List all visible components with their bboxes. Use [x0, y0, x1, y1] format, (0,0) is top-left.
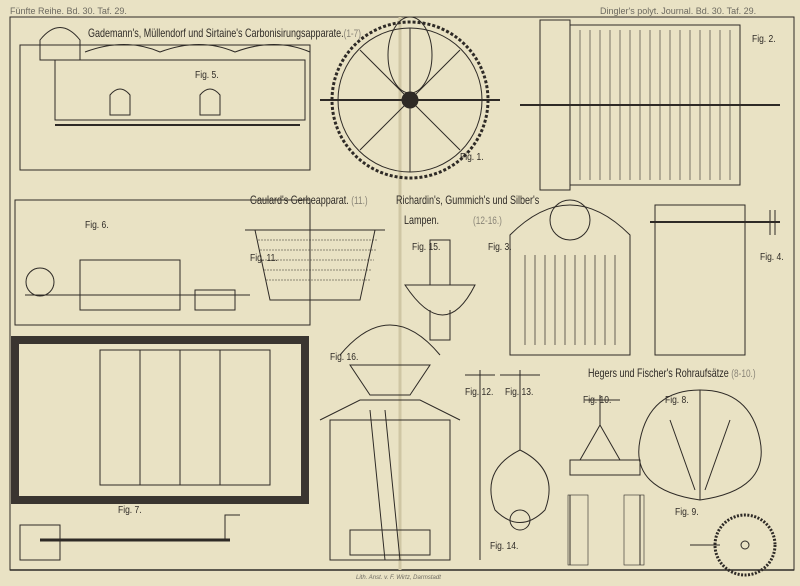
fig16-drawing: [319, 324, 461, 561]
fig9-label: Fig. 9.: [675, 507, 699, 518]
figure-range: (1-7): [343, 28, 362, 40]
fig12-label: Fig. 12.: [465, 387, 494, 398]
lithographer-imprint: Lith. Anst. v. F. Wirtz, Darmstadt: [356, 575, 441, 581]
fig3-drawing: [509, 199, 631, 356]
fig5-drawing: [19, 27, 311, 171]
header-right: Dingler's polyt. Journal. Bd. 30. Taf. 2…: [600, 6, 757, 16]
fig13-label: Fig. 13.: [505, 387, 534, 398]
fig6-drawing: [14, 199, 311, 326]
title-text: Gademann's, Müllendorf und Sirtaine's Ca…: [88, 26, 344, 40]
fig2-label: Fig. 2.: [752, 34, 776, 45]
fig11-label: Fig. 11.: [250, 253, 278, 264]
fig12-13-drawing: [465, 370, 550, 560]
title-carbonisirung: Gademann's, Müllendorf und Sirtaine's Ca…: [88, 26, 361, 41]
fig10-label: Fig. 10.: [583, 395, 612, 406]
fig15-drawing: [404, 239, 476, 341]
fig15-label: Fig. 15.: [412, 242, 441, 253]
fig7-drawing: [11, 336, 309, 561]
fig11-drawing: [245, 229, 385, 301]
figure-range: (12-16.): [473, 215, 502, 227]
fig14-label: Fig. 14.: [490, 541, 519, 552]
title-text: Hegers und Fischer's Rohraufsätze: [588, 366, 729, 380]
title-lampen-line2: Lampen. (12-16.): [404, 213, 502, 228]
fig4-label: Fig. 4.: [760, 252, 784, 263]
fig1-label: Fig. 1.: [460, 152, 484, 163]
fig7-label: Fig. 7.: [118, 505, 142, 516]
fig16-label: Fig. 16.: [330, 352, 359, 363]
title-lampen-line1: Richardin's, Gummich's und Silber's: [396, 193, 540, 207]
title-text: Lampen.: [404, 213, 440, 227]
figure-range: (8-10.): [731, 368, 756, 380]
fig8-label: Fig. 8.: [665, 395, 689, 406]
title-gaulard: Gaulard's Gerbeapparat. (11.): [250, 193, 368, 208]
figure-range: (11.): [351, 195, 368, 207]
fig6-label: Fig. 6.: [85, 220, 109, 231]
header-left: Fünfte Reihe. Bd. 30. Taf. 29.: [10, 6, 127, 16]
fig10-drawing: [567, 395, 645, 566]
fig3-label: Fig. 3.: [488, 242, 512, 253]
fig4-drawing: [650, 204, 780, 356]
fig2-drawing: [520, 19, 780, 191]
fig8-drawing: [638, 389, 762, 501]
fig1-drawing: [320, 16, 500, 180]
title-heger: Hegers und Fischer's Rohraufsätze (8-10.…: [588, 366, 756, 381]
fig9-drawing: [690, 513, 777, 577]
title-text: Gaulard's Gerbeapparat.: [250, 193, 349, 207]
fig5-label: Fig. 5.: [195, 70, 219, 81]
